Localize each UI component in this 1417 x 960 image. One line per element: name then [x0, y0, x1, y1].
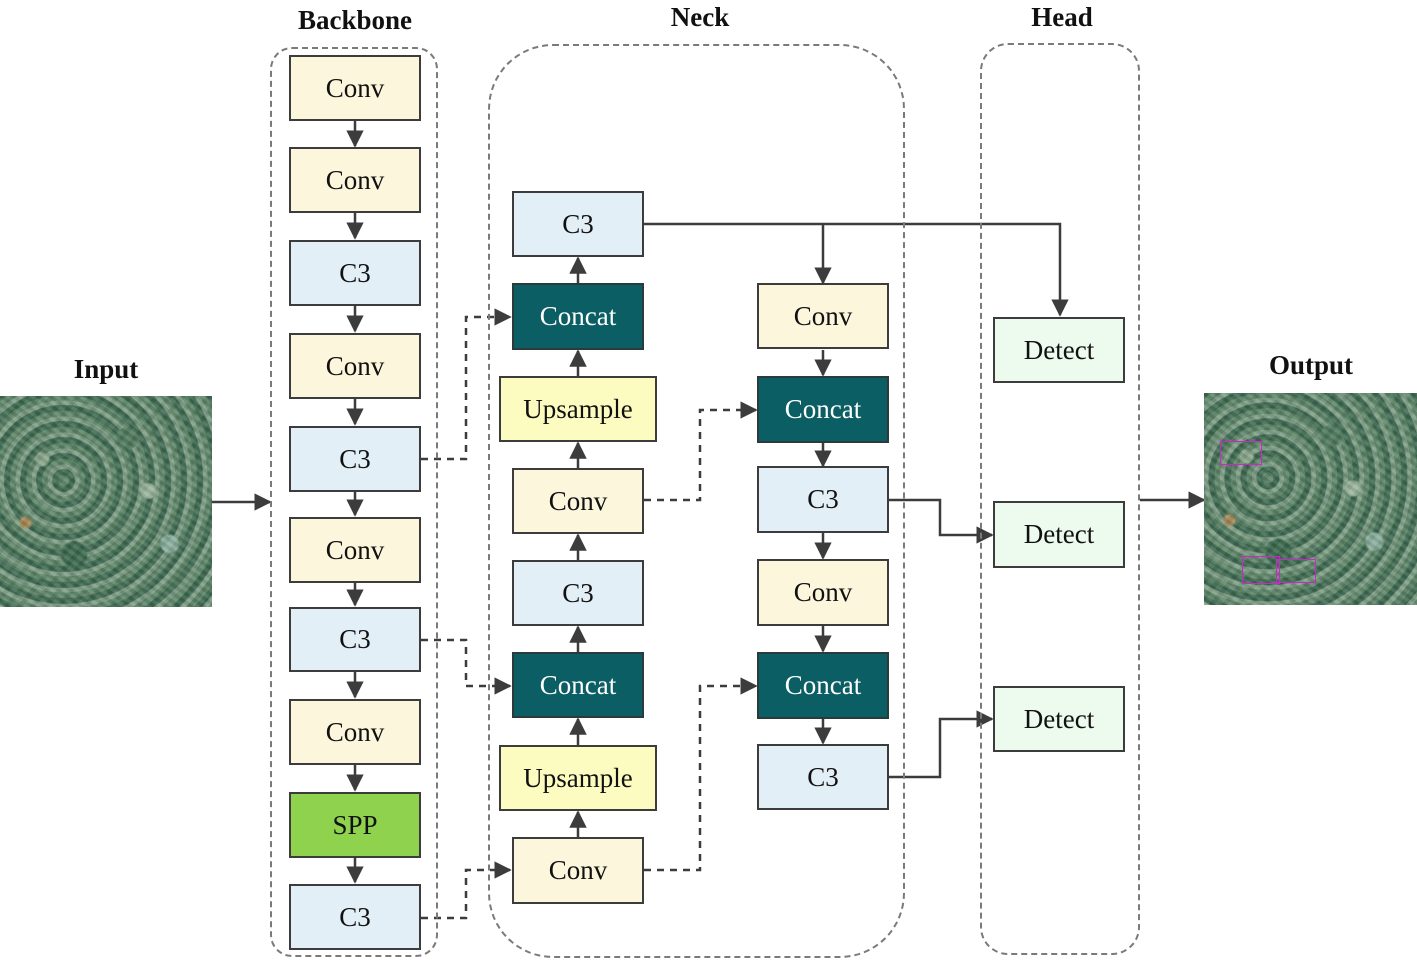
neck-upsample-1: Upsample: [499, 376, 657, 442]
edge-c3-detect2: [889, 498, 994, 544]
input-title: Input: [73, 354, 139, 384]
backbone-title: Backbone: [297, 5, 413, 35]
neck-right-c3-1: C3: [757, 466, 889, 533]
detection-box: [1220, 441, 1262, 465]
neck-c3-mid: C3: [512, 560, 644, 626]
detection-box: [1276, 559, 1316, 583]
backbone-c3-3: C3: [289, 607, 421, 672]
head-title: Head: [1031, 2, 1093, 32]
backbone-c3-4: C3: [289, 884, 421, 950]
detection-box: [1242, 556, 1280, 584]
neck-concat-1: Concat: [512, 283, 644, 350]
neck-concat-2: Concat: [512, 652, 644, 718]
backbone-group: [270, 47, 438, 957]
neck-right-concat-2: Concat: [757, 652, 889, 719]
edge-neck-c3-detect1: [644, 222, 1069, 317]
backbone-c3-1: C3: [289, 240, 421, 306]
neck-conv-1: Conv: [512, 468, 644, 534]
neck-upsample-2: Upsample: [499, 745, 657, 811]
backbone-conv-1: Conv: [289, 55, 421, 121]
backbone-conv-3: Conv: [289, 333, 421, 399]
detect-2: Detect: [993, 501, 1125, 568]
detect-3: Detect: [993, 686, 1125, 752]
head-group: [980, 43, 1140, 955]
neck-conv-2: Conv: [512, 837, 644, 904]
backbone-conv-2: Conv: [289, 147, 421, 213]
neck-c3-top: C3: [512, 191, 644, 257]
backbone-spp: SPP: [289, 792, 421, 858]
neck-right-conv-2: Conv: [757, 559, 889, 626]
neck-right-concat-1: Concat: [757, 376, 889, 443]
neck-right-conv-1: Conv: [757, 283, 889, 349]
backbone-conv-4: Conv: [289, 517, 421, 583]
input-image: [0, 396, 212, 607]
detect-1: Detect: [993, 317, 1125, 383]
neck-group: [488, 44, 905, 958]
edge-skip-conv2-concat-right2: [644, 677, 758, 872]
neck-title: Neck: [670, 2, 730, 32]
backbone-c3-2: C3: [289, 426, 421, 492]
output-image: [1204, 393, 1417, 605]
edge-skip-bb-c3-conv2: [421, 861, 512, 920]
edge-c3-detect3: [889, 710, 994, 779]
edge-skip-bb-c3-concat2: [421, 638, 512, 695]
neck-right-c3-2: C3: [757, 744, 889, 810]
backbone-conv-5: Conv: [289, 699, 421, 765]
output-title: Output: [1268, 350, 1354, 380]
edge-skip-conv1-concat-right1: [644, 401, 758, 502]
